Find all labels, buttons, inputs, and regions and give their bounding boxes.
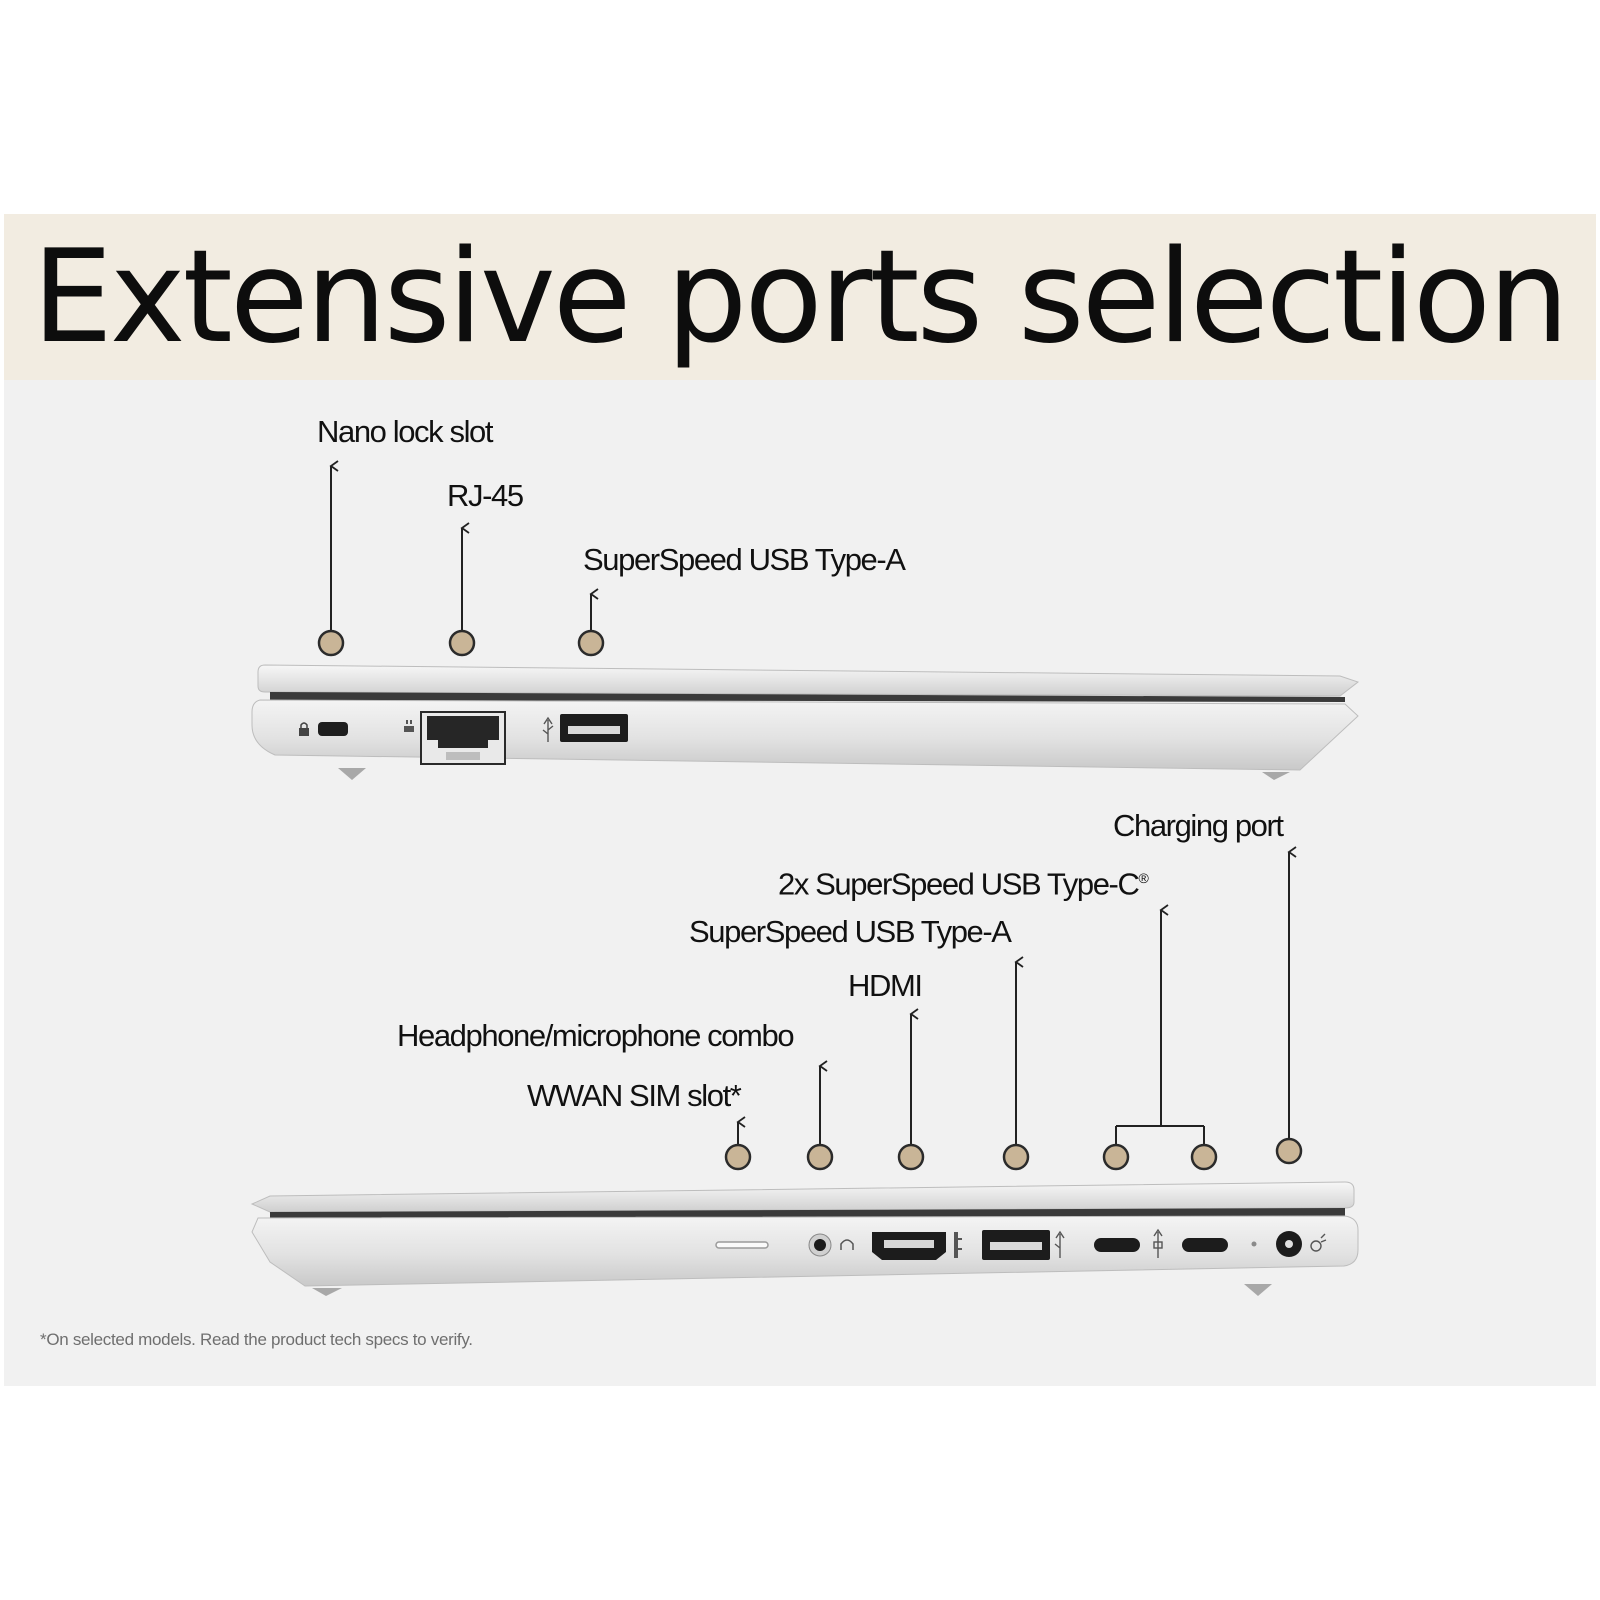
marker-audio (806, 1143, 834, 1171)
power-plug-icon (1310, 1233, 1327, 1252)
footnote: *On selected models. Read the product te… (40, 1330, 473, 1349)
label-nano-lock-slot: Nano lock slot (317, 414, 494, 449)
marker-rj45 (448, 629, 476, 657)
marker-usb-c-1 (1102, 1143, 1130, 1171)
label-usb-a-left: SuperSpeed USB Type-A (583, 542, 906, 577)
audio-jack (808, 1233, 832, 1257)
title-band (4, 214, 1596, 380)
label-audio: Headphone/microphone combo (397, 1018, 795, 1053)
marker-usb-a-left (577, 629, 605, 657)
hdmi-icon (954, 1232, 962, 1258)
label-usb-c: 2x SuperSpeed USB Type-C® (778, 860, 1149, 902)
callouts-top (329, 460, 599, 632)
status-led (1251, 1241, 1257, 1247)
lock-icon (299, 722, 309, 736)
headphone-icon (840, 1239, 854, 1250)
label-usb-a-right: SuperSpeed USB Type-A (689, 914, 1012, 949)
usb-c-displayport-icon (1153, 1228, 1163, 1258)
label-charging-port: Charging port (1113, 808, 1284, 843)
usb-charge-icon (1054, 1230, 1065, 1258)
marker-sim (724, 1143, 752, 1171)
marker-usb-a-right (1002, 1143, 1030, 1171)
label-rj45: RJ-45 (447, 478, 524, 513)
ethernet-icon (404, 720, 414, 732)
registered-mark: ® (1138, 870, 1149, 886)
page-title: Extensive ports selection (32, 223, 1569, 372)
charging-port (1276, 1231, 1302, 1257)
hdmi-port (872, 1232, 946, 1260)
usb-a-port-left (560, 714, 628, 742)
sim-slot (715, 1241, 769, 1249)
laptop-right-side (250, 1181, 1359, 1296)
rj45-port (420, 711, 506, 765)
label-hdmi: HDMI (848, 968, 923, 1003)
marker-usb-c-2 (1190, 1143, 1218, 1171)
marker-hdmi (897, 1143, 925, 1171)
marker-charging (1275, 1137, 1303, 1165)
usb-icon (542, 716, 554, 742)
usb-a-port-right (982, 1230, 1050, 1260)
nano-lock-slot (318, 722, 348, 736)
marker-nano-lock (317, 629, 345, 657)
label-sim: WWAN SIM slot* (527, 1078, 742, 1113)
laptop-left-side (251, 664, 1360, 780)
label-usb-c-text: 2x SuperSpeed USB Type-C (778, 866, 1140, 902)
usb-c-port-1 (1094, 1238, 1140, 1252)
usb-c-port-2 (1182, 1238, 1228, 1252)
